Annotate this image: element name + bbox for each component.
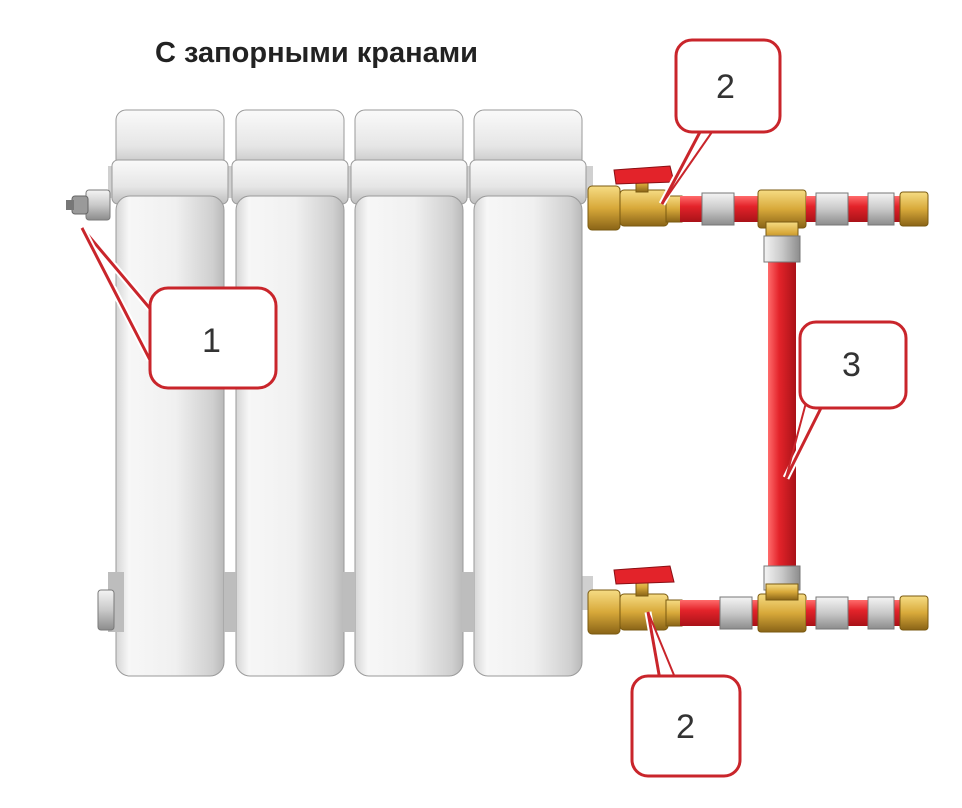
bypass-pipe bbox=[763, 235, 801, 591]
radiator-section bbox=[231, 109, 349, 677]
ball-valve-icon bbox=[613, 165, 683, 227]
callout-2-top: 2 bbox=[658, 38, 782, 206]
radiator-section bbox=[469, 109, 587, 677]
top-supply-line bbox=[587, 165, 929, 245]
callout-3: 3 bbox=[782, 320, 908, 480]
callout-2-bottom: 2 bbox=[630, 611, 742, 778]
radiator-section bbox=[111, 109, 229, 677]
callout-1-label: 1 bbox=[202, 322, 221, 360]
plug-icon bbox=[97, 589, 115, 631]
callout-1: 1 bbox=[78, 225, 278, 390]
tee-fitting-icon bbox=[757, 583, 807, 633]
callout-3-label: 3 bbox=[842, 346, 861, 384]
air-vent-valve-icon bbox=[66, 189, 111, 221]
bottom-return-line bbox=[587, 565, 929, 635]
callout-2-top-label: 2 bbox=[716, 68, 735, 106]
radiator bbox=[66, 109, 593, 677]
callout-2-bottom-label: 2 bbox=[676, 708, 695, 746]
diagram-title: С запорными кранами bbox=[155, 37, 478, 69]
ball-valve-icon bbox=[613, 565, 683, 631]
radiator-section bbox=[350, 109, 468, 677]
